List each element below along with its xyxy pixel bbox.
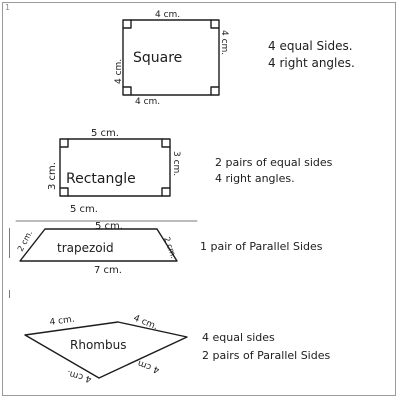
rhombus-bottom-left-side-label: 4 cm. [66, 368, 93, 384]
square-bottom-side-label: 4 cm. [135, 97, 160, 107]
trapezoid-figure [15, 220, 198, 262]
square-figure [122, 19, 220, 96]
rectangle-top-side-label: 5 cm. [91, 128, 119, 139]
rectangle-left-side-label: 3 cm. [47, 162, 58, 190]
square-property-2: 4 right angles. [268, 56, 355, 70]
rhombus-top-right-side-label: 4 cm. [132, 314, 159, 333]
right-angle-marks [122, 19, 220, 96]
rectangle-property-2: 4 right angles. [215, 172, 295, 185]
trapezoid-property-1: 1 pair of Parallel Sides [200, 240, 323, 253]
square-top-side-label: 4 cm. [155, 10, 180, 20]
trapezoid-top-side-label: 5 cm. [95, 221, 123, 232]
rectangle-right-side-label: 3 cm. [171, 151, 181, 176]
square-left-side-label: 4 cm. [114, 59, 124, 84]
rectangle-figure [59, 138, 171, 197]
square-name: Square [133, 50, 182, 66]
square-property-1: 4 equal Sides. [268, 39, 353, 53]
trapezoid-right-side-label: 2 cm. [162, 236, 178, 260]
rectangle-bottom-side-label: 5 cm. [70, 204, 98, 215]
rhombus-property-2: 2 pairs of Parallel Sides [202, 349, 330, 362]
trapezoid-outline [19, 228, 178, 262]
page-mark: 1 [5, 3, 11, 12]
trapezoid-left-side-label: 2 cm. [16, 229, 34, 253]
rhombus-figure [24, 321, 188, 379]
rhombus-outline [24, 321, 188, 379]
rhombus-property-1: 4 equal sides [202, 331, 275, 344]
square-outline [122, 19, 220, 96]
trapezoid-bottom-side-label: 7 cm. [94, 265, 122, 276]
rectangle-name: Rectangle [66, 171, 136, 187]
page-frame [2, 2, 396, 396]
margin-mark [9, 228, 10, 258]
rectangle-property-1: 2 pairs of equal sides [215, 156, 333, 169]
trapezoid-name: trapezoid [57, 241, 114, 255]
right-angle-marks [59, 138, 171, 197]
margin-mark [9, 290, 10, 298]
rectangle-outline [59, 138, 171, 197]
square-right-side-label: 4 cm. [219, 30, 229, 55]
rhombus-bottom-right-side-label: 4 cm. [134, 357, 161, 375]
rhombus-name: Rhombus [70, 338, 126, 352]
rhombus-top-left-side-label: 4 cm. [49, 315, 75, 328]
